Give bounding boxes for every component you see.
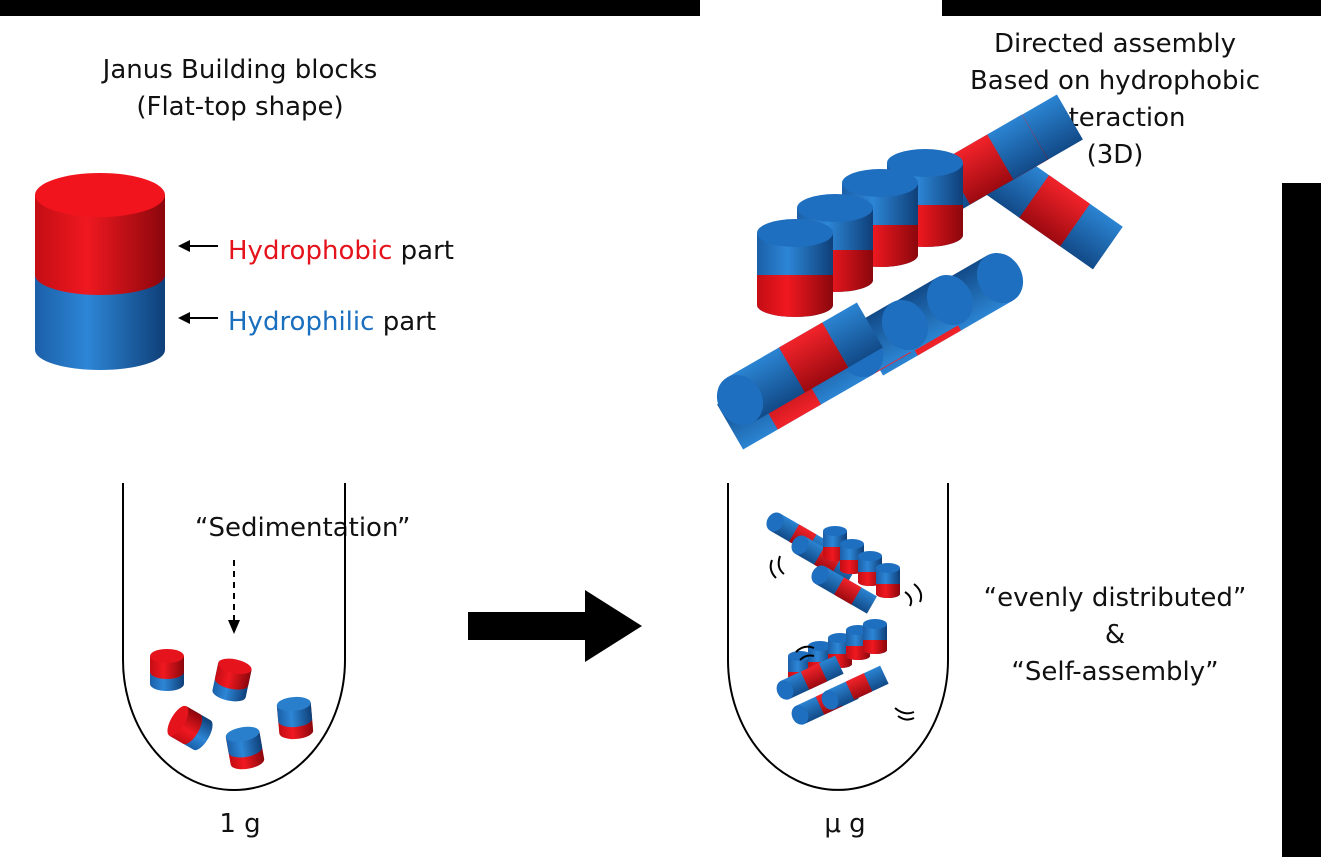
assembly-line4: (3D) (1086, 140, 1144, 170)
hydrophobic-pointer-arrow (178, 240, 218, 252)
hydrophilic-label: Hydrophilic part (228, 307, 436, 337)
gravity-right-label: μ g (824, 809, 866, 839)
self-assembly-text: “Self-assembly” (1011, 657, 1219, 687)
evenly-distributed-text: “evenly distributed” (983, 583, 1247, 613)
assembly-line2: Based on hydrophobic (969, 66, 1261, 96)
assembly-title: Directed assembly Based on hydrophobic I… (940, 26, 1290, 174)
sedimentation-label: “Sedimentation” (195, 513, 411, 543)
hydrophobic-part-word: part (400, 236, 454, 266)
ampersand-text: & (1104, 620, 1126, 650)
hydrophilic-part-word: part (382, 307, 437, 337)
top-bar-right (942, 0, 1321, 16)
left-tube (122, 483, 346, 791)
right-bar (1282, 183, 1321, 857)
sedimentation-arrow (228, 560, 240, 634)
scattered-blocks (150, 649, 314, 772)
janus-block-cylinder (35, 173, 165, 370)
assembly-line1: Directed assembly (993, 29, 1237, 59)
blocks-title: Janus Building blocks (Flat-top shape) (60, 52, 420, 126)
hydrophobic-label: Hydrophobic part (228, 236, 454, 266)
blocks-title-line1: Janus Building blocks (102, 55, 378, 85)
top-bar-left (0, 0, 700, 16)
blocks-title-line2: (Flat-top shape) (136, 92, 344, 122)
evenly-selfassembly-label: “evenly distributed” & “Self-assembly” (965, 580, 1265, 691)
assembly-3d-illustration (707, 94, 1123, 450)
hydrophilic-word: Hydrophilic (228, 307, 375, 337)
right-tube (727, 483, 949, 791)
assembly-cluster-lower (773, 619, 915, 728)
hydrophobic-word: Hydrophobic (228, 236, 393, 266)
process-arrow (468, 590, 642, 662)
assembly-cluster-upper (763, 509, 923, 614)
gravity-left-label: 1 g (219, 809, 261, 839)
hydrophilic-pointer-arrow (178, 312, 218, 324)
